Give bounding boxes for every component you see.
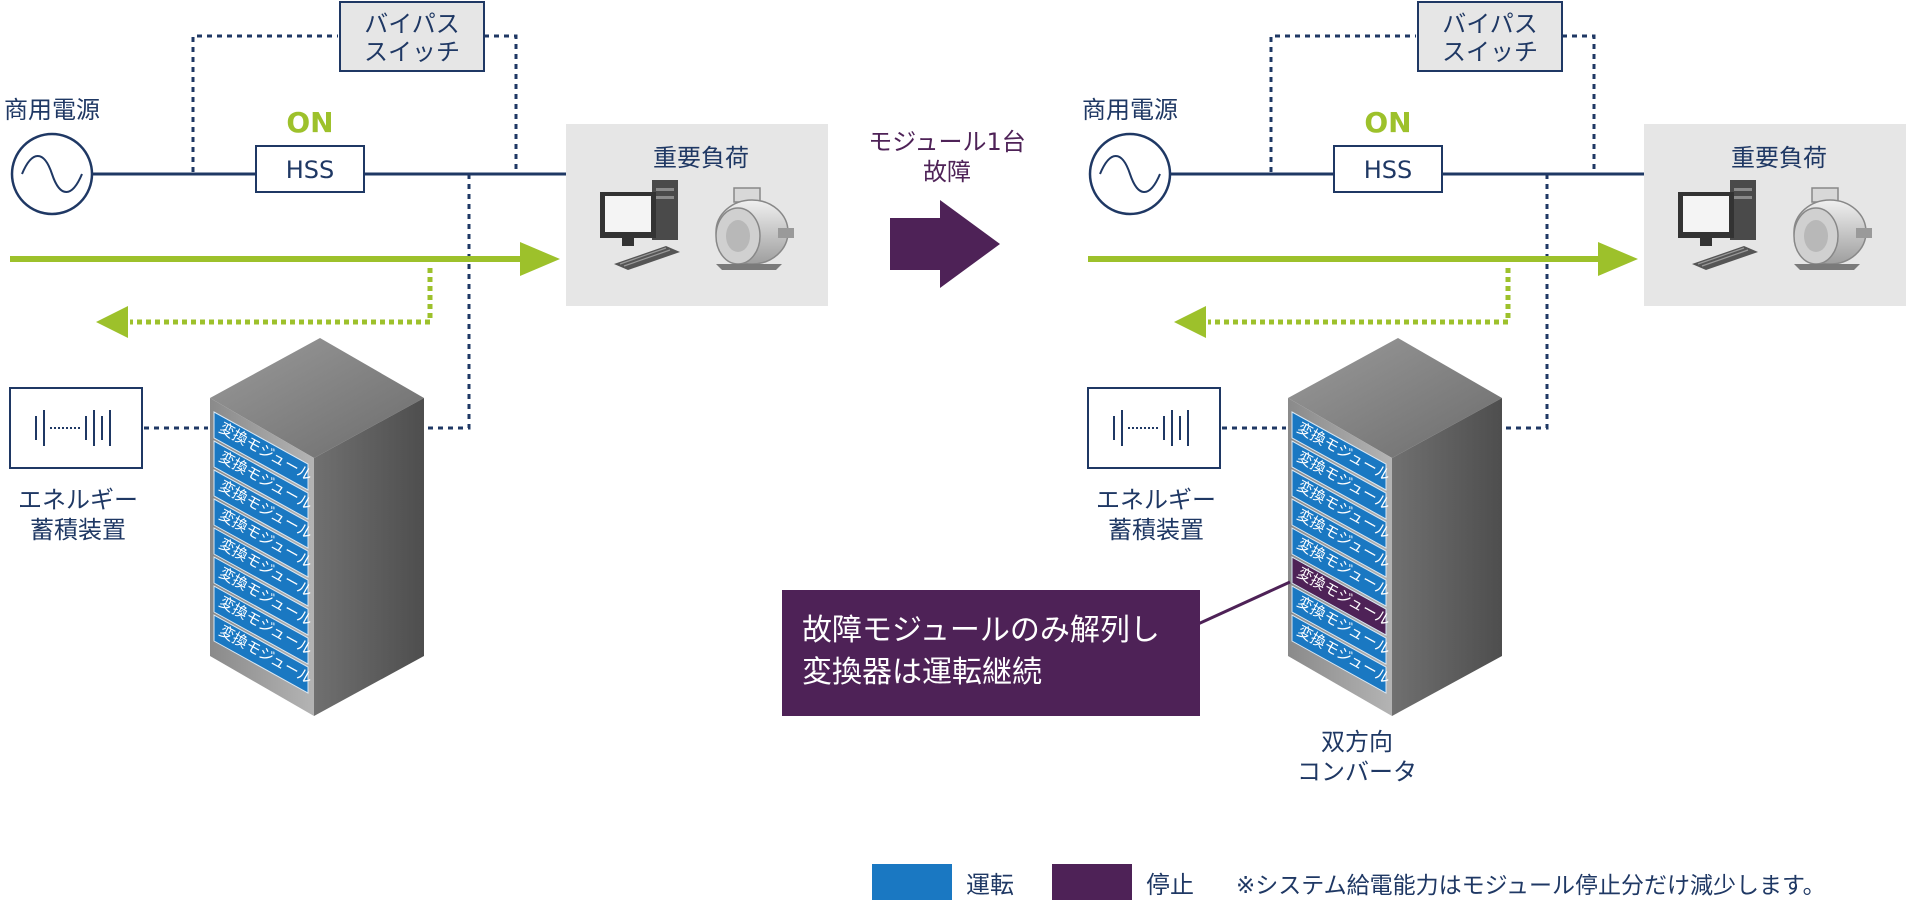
module-stack: 変換モジュール変換モジュール変換モジュール変換モジュール変換モジュール変換モジュ… (213, 411, 316, 694)
backup-flow-arrow (1208, 268, 1511, 325)
legend-note: ※システム給電能力はモジュール停止分だけ減少します。 (1236, 873, 1826, 899)
converter-module (1291, 585, 1387, 665)
legend-stopped-swatch (1052, 864, 1132, 900)
converter-module (1291, 614, 1387, 694)
after-panel: バイパス スイッチ 商用電源 ON HSS 重要負荷 (1082, 1, 1906, 786)
legend-stopped-label: 停止 (1146, 871, 1194, 899)
converter-rack: 変換モジュール変換モジュール変換モジュール変換モジュール変換モジュール変換モジュ… (1288, 338, 1502, 716)
battery-icon (1113, 410, 1189, 446)
converter-tap-line (1504, 174, 1549, 430)
transition: モジュール1台 故障 (868, 128, 1026, 288)
power-flow-arrowhead (1598, 242, 1638, 276)
bypass-switch-box (339, 1, 485, 72)
converter-module (1291, 498, 1387, 578)
battery-icon (35, 410, 111, 446)
motor-icon (715, 187, 794, 270)
motor-icon (1793, 187, 1872, 270)
bypass-path (191, 34, 518, 172)
bypass-path (1269, 34, 1596, 172)
bypass-switch-label-2: スイッチ (1442, 38, 1538, 66)
converter-module (1291, 469, 1387, 549)
grid-label: 商用電源 (4, 96, 100, 124)
legend-running-swatch (872, 864, 952, 900)
hss-label: HSS (286, 156, 335, 184)
callout-leader-line (1197, 580, 1291, 626)
converter-module (213, 469, 309, 549)
energy-storage-label-2: 蓄積装置 (30, 516, 126, 544)
converter-module (1291, 411, 1387, 491)
switch-state-label: ON (286, 106, 333, 139)
before-panel: バイパス スイッチ 商用電源 ON HSS 重要負荷 (4, 1, 828, 716)
critical-load-label: 重要負荷 (1731, 144, 1827, 172)
module-stack: 変換モジュール変換モジュール変換モジュール変換モジュール変換モジュール変換モジュ… (1291, 411, 1394, 694)
ac-source-icon (1088, 132, 1172, 216)
grid-label: 商用電源 (1082, 96, 1178, 124)
energy-storage-label-2: 蓄積装置 (1108, 516, 1204, 544)
bypass-switch-label-1: バイパス (364, 10, 460, 38)
converter-module (213, 411, 309, 491)
critical-load-label: 重要負荷 (653, 144, 749, 172)
converter-module (1291, 440, 1387, 520)
converter-label-1: 双方向 (1321, 728, 1393, 756)
energy-storage-label-1: エネルギー (1096, 486, 1216, 514)
transition-arrow-icon (890, 200, 1000, 288)
converter-module (1291, 527, 1387, 607)
converter-module (213, 614, 309, 694)
legend: 運転 停止 ※システム給電能力はモジュール停止分だけ減少します。 (872, 864, 1826, 900)
converter-module (213, 440, 309, 520)
switch-state-label: ON (1364, 106, 1411, 139)
energy-storage-label-1: エネルギー (18, 486, 138, 514)
callout-text-2: 変換器は運転継続 (802, 655, 1042, 690)
backup-flow-arrowhead (96, 306, 128, 338)
failed-module (1291, 556, 1387, 636)
computer-icon (600, 180, 680, 270)
hss-switch-box (255, 145, 365, 193)
hss-switch-box (1333, 145, 1443, 193)
backup-flow-arrowhead (1174, 306, 1206, 338)
callout-box (782, 590, 1200, 716)
converter-module (213, 585, 309, 665)
bypass-switch-box (1417, 1, 1563, 72)
hss-label: HSS (1364, 156, 1413, 184)
converter-tap-line (426, 174, 471, 430)
converter-label-2: コンバータ (1297, 758, 1417, 786)
power-flow-arrowhead (520, 242, 560, 276)
converter-rack: 変換モジュール変換モジュール変換モジュール変換モジュール変換モジュール変換モジュ… (210, 338, 424, 716)
transition-label-2: 故障 (923, 158, 971, 186)
converter-module (213, 556, 309, 636)
callout-text-1: 故障モジュールのみ解列し (802, 613, 1160, 648)
ac-source-icon (10, 132, 94, 216)
computer-icon (1678, 180, 1758, 270)
legend-running-label: 運転 (966, 871, 1014, 899)
backup-flow-arrow (130, 268, 433, 325)
converter-module (213, 527, 309, 607)
bypass-switch-label-2: スイッチ (364, 38, 460, 66)
transition-label-1: モジュール1台 (868, 128, 1026, 156)
converter-module (213, 498, 309, 578)
failure-callout: 故障モジュールのみ解列し 変換器は運転継続 (782, 580, 1291, 716)
bypass-switch-label-1: バイパス (1442, 10, 1538, 38)
